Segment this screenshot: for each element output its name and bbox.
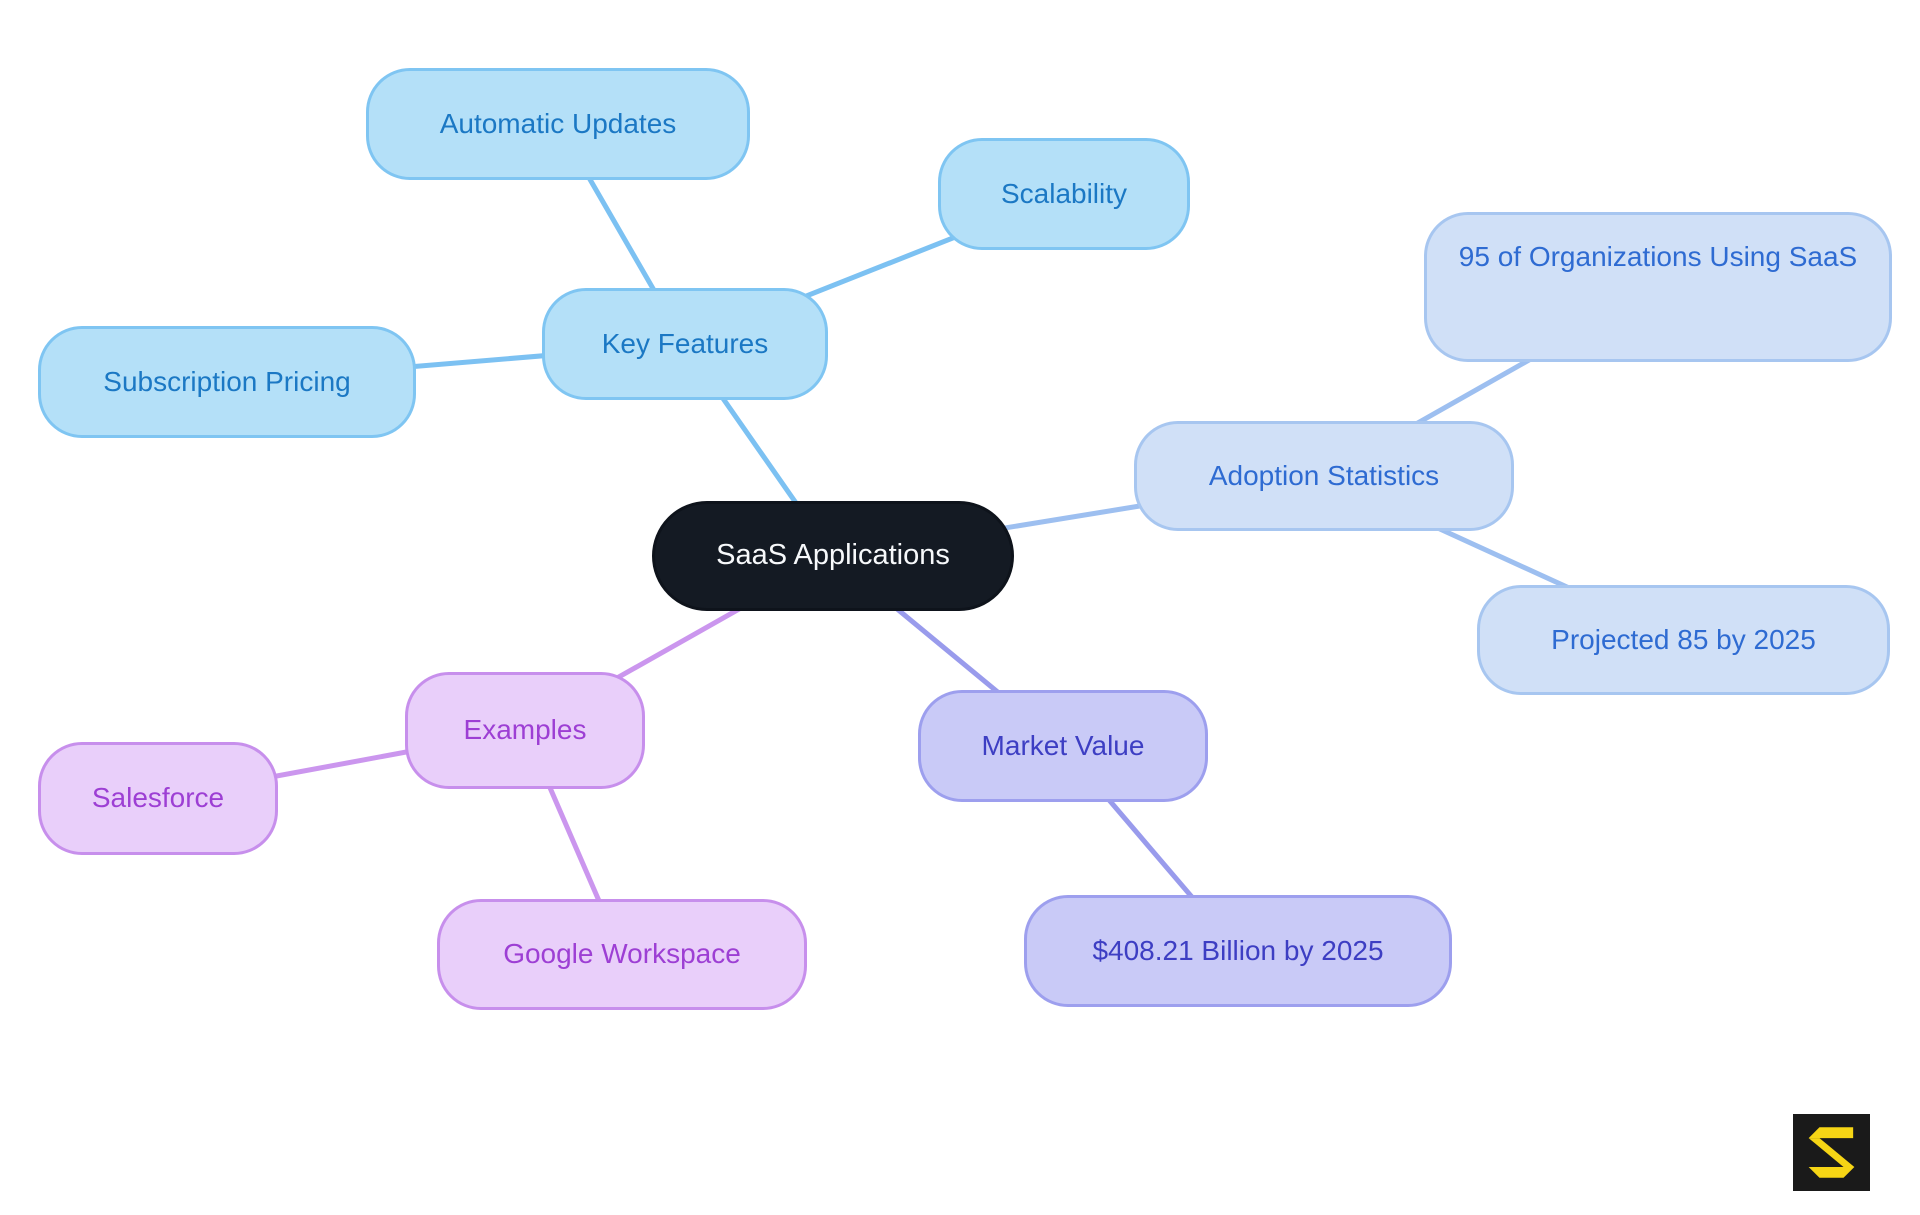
- node-organizations-using-saas[interactable]: 95 of Organizations Using SaaS: [1424, 212, 1892, 362]
- node-scalability[interactable]: Scalability: [938, 138, 1190, 250]
- node-label: Scalability: [1000, 177, 1128, 209]
- node-label: Subscription Pricing: [103, 365, 351, 397]
- node-automatic-updates[interactable]: Automatic Updates: [366, 68, 750, 180]
- node-billion-by-2025[interactable]: $408.21 Billion by 2025: [1024, 895, 1452, 1007]
- node-salesforce[interactable]: Salesforce: [38, 742, 278, 855]
- node-key-features[interactable]: Key Features: [542, 288, 828, 400]
- node-projected-85-by-2025[interactable]: Projected 85 by 2025: [1477, 585, 1890, 695]
- node-examples[interactable]: Examples: [405, 672, 645, 789]
- logo-s-icon: [1793, 1114, 1870, 1191]
- node-market-value[interactable]: Market Value: [918, 690, 1208, 802]
- node-label: Key Features: [601, 327, 769, 359]
- node-label: SaaS Applications: [716, 539, 950, 572]
- node-label: Adoption Statistics: [1208, 459, 1440, 491]
- node-label: Projected 85 by 2025: [1551, 623, 1816, 655]
- node-label: Market Value: [981, 729, 1145, 761]
- node-google-workspace[interactable]: Google Workspace: [437, 899, 807, 1010]
- node-label: Automatic Updates: [439, 107, 677, 139]
- node-label: Examples: [463, 714, 587, 746]
- node-label: $408.21 Billion by 2025: [1092, 934, 1384, 966]
- node-label: 95 of Organizations Using SaaS: [1458, 241, 1858, 272]
- node-adoption-statistics[interactable]: Adoption Statistics: [1134, 421, 1514, 531]
- brand-logo: [1793, 1114, 1870, 1191]
- node-subscription-pricing[interactable]: Subscription Pricing: [38, 326, 416, 438]
- node-saas-applications[interactable]: SaaS Applications: [652, 501, 1014, 611]
- node-label: Salesforce: [91, 782, 225, 814]
- node-label: Google Workspace: [503, 938, 741, 970]
